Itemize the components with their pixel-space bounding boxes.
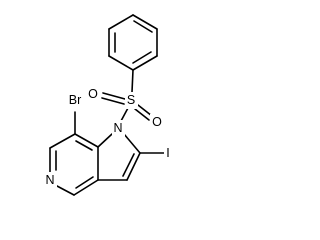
- label-bg-i: [164, 145, 172, 162]
- bond-ph-6: [108, 14, 134, 30]
- pyrrolopyridine-core: [49, 111, 165, 196]
- bond-c4-c3a-inner: [75, 176, 94, 189]
- label-bg-s: [125, 92, 138, 109]
- atom-bromine: Br: [69, 93, 82, 107]
- phenyl-ring: [108, 14, 158, 71]
- bond-c4-c3a: [73, 179, 99, 196]
- bond-s-o-lower-a: [137, 104, 153, 117]
- bond-s-o-upper-b: [101, 97, 125, 105]
- bond-ph-3: [132, 55, 158, 71]
- bond-s-o-upper-a: [102, 92, 126, 100]
- bond-c2-c3-inner: [122, 153, 135, 177]
- label-bg-n5: [44, 172, 57, 189]
- atom-iodine: I: [166, 146, 169, 160]
- atom-nitrogen-pyrrole: N: [113, 121, 122, 135]
- bond-ph-4: [108, 55, 134, 71]
- bond-ph-inner-1: [133, 20, 153, 33]
- label-bg-o-lower: [150, 114, 164, 131]
- bond-ph-inner-2: [132, 51, 152, 64]
- bond-c7-c6: [49, 133, 76, 149]
- label-bg-n1: [112, 120, 125, 137]
- atom-oxygen-lower: O: [152, 115, 162, 129]
- bond-c7a-c7: [74, 133, 99, 148]
- bond-n5-c4: [56, 185, 75, 196]
- bond-n1-c2: [123, 133, 141, 154]
- label-bg-o-upper: [86, 86, 100, 103]
- atom-oxygen-upper: O: [88, 87, 98, 101]
- atom-labels: Br N N S O O I: [44, 86, 172, 189]
- bond-c7a-c7-inner: [75, 140, 93, 151]
- atom-nitrogen-pyridine: N: [45, 173, 54, 187]
- bond-c2-c3: [126, 152, 141, 181]
- label-bg-br: [63, 92, 87, 109]
- bond-ph-1: [132, 14, 158, 30]
- bond-ph-s: [131, 69, 134, 93]
- atom-sulfur: S: [127, 93, 135, 107]
- sulfonyl-group: [101, 69, 153, 122]
- structure-diagram: Br N N S O O I: [44, 14, 172, 196]
- bond-s-n: [120, 107, 129, 122]
- bond-s-o-lower-b: [134, 108, 150, 121]
- bond-c7a-n1: [97, 133, 113, 148]
